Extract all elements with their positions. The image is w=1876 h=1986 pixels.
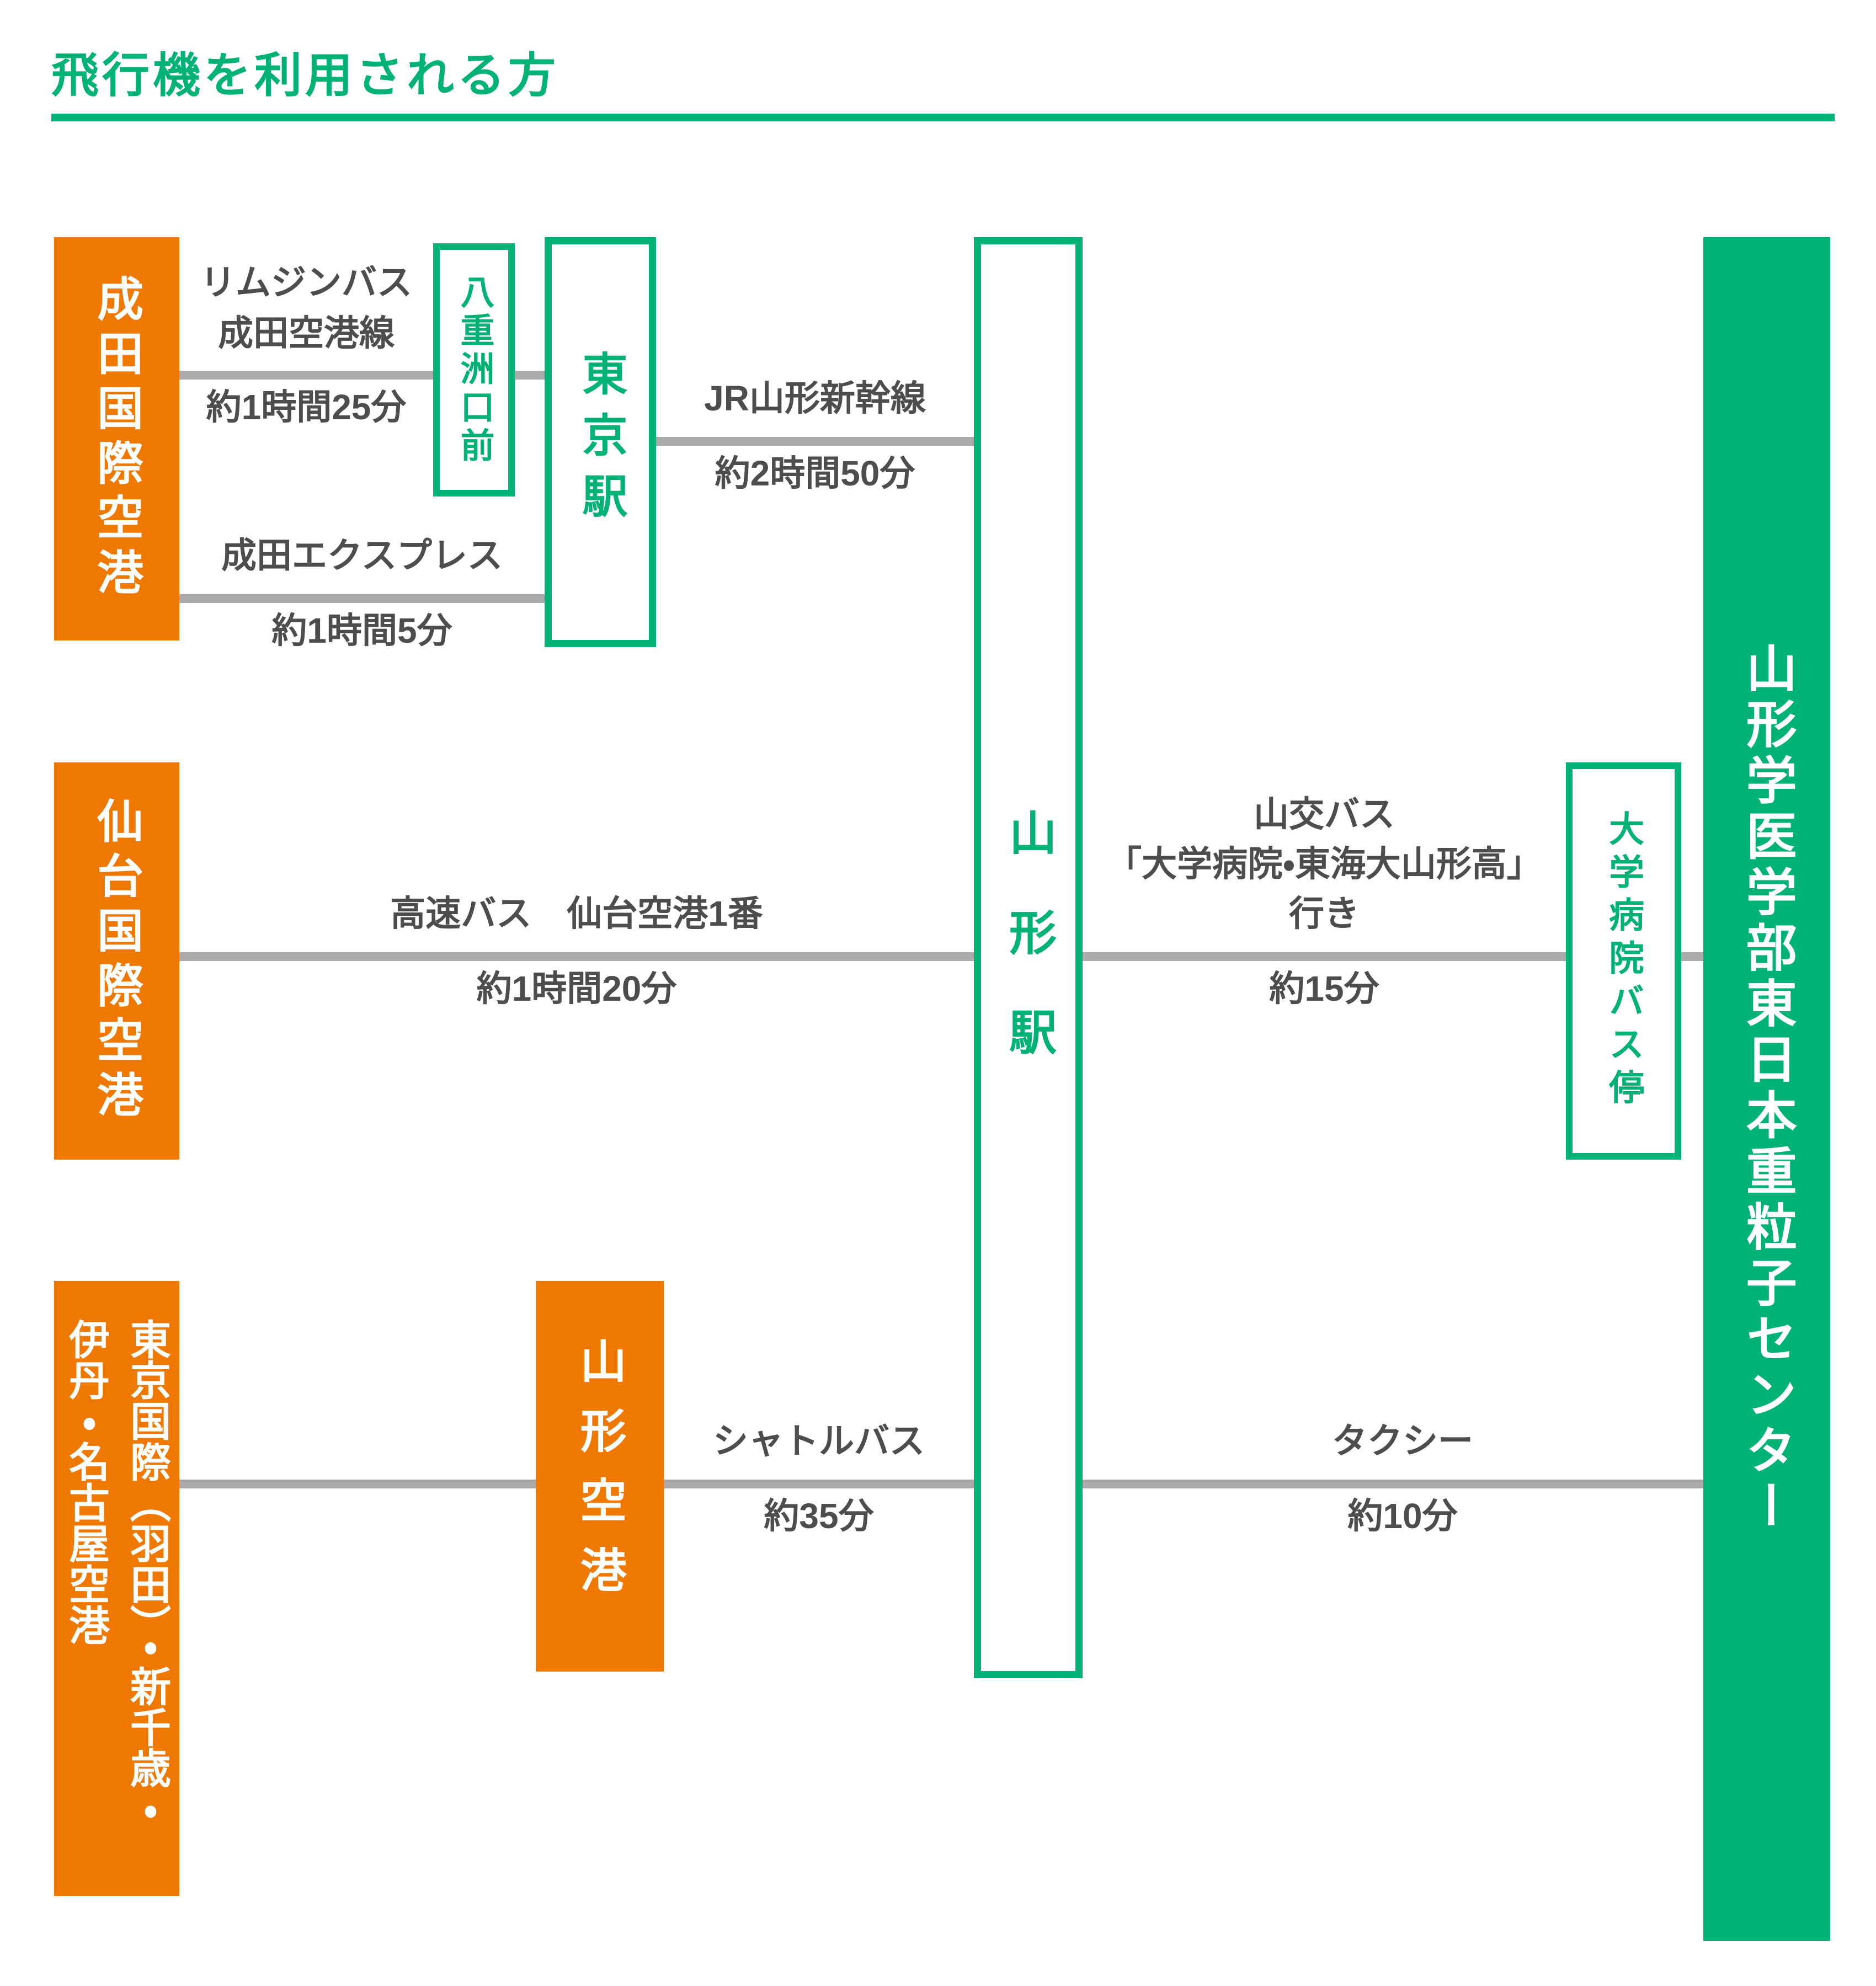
- sendai-airport-label: 仙台国際空港: [90, 797, 143, 1125]
- route-label-highway-bus: 高速バス 仙台空港1番: [390, 894, 763, 933]
- destination-box: 山形学医学部東日本重粒子センター: [1703, 237, 1830, 1941]
- route-line-highway-bus: [179, 952, 974, 961]
- route-line-narita-express: [179, 594, 545, 603]
- route-line-jr-shinkansen: [656, 437, 974, 446]
- route-duration-taxi: 約10分: [1347, 1496, 1458, 1536]
- route-label-jr-shinkansen: JR山形新幹線: [704, 378, 926, 418]
- route-label-yamako-bus-2: 「大学病院・東海大山形高」: [1106, 844, 1542, 884]
- route-line-limousine-bus: [179, 371, 433, 380]
- narita-airport-label: 成田国際空港: [90, 275, 143, 603]
- route-label-narita-express: 成田エクスプレス: [221, 536, 503, 575]
- tokyo-station-box: 東京駅: [545, 237, 656, 647]
- university-hospital-bus-stop-box: 大学病院バス停: [1566, 762, 1681, 1160]
- route-duration-highway-bus: 約1時間20分: [476, 969, 677, 1008]
- other-airports-label: 東京国際（羽田）・新千歳・伊丹・名古屋空港: [63, 1318, 170, 1829]
- route-duration-limousine-bus: 約1時間25分: [206, 387, 407, 427]
- narita-airport-box: 成田国際空港: [54, 237, 179, 640]
- route-duration-shuttle-bus: 約35分: [764, 1496, 874, 1536]
- yamagata-airport-box: 山形空港: [536, 1281, 664, 1672]
- route-line-shuttle-bus: [664, 1480, 974, 1488]
- route-label-shuttle-bus: シャトルバス: [713, 1421, 925, 1461]
- destination-label: 山形学医学部東日本重粒子センター: [1739, 642, 1795, 1536]
- tokyo-station-label: 東京駅: [575, 350, 626, 534]
- route-line-yamako-bus: [1083, 952, 1566, 961]
- yamagata-station-box: 山形駅: [974, 237, 1083, 1678]
- sendai-airport-box: 仙台国際空港: [54, 762, 179, 1160]
- other-airports-box: 東京国際（羽田）・新千歳・伊丹・名古屋空港: [54, 1281, 179, 1896]
- route-duration-jr-shinkansen: 約2時間50分: [715, 453, 915, 493]
- route-label-taxi: タクシー: [1332, 1421, 1473, 1461]
- university-hospital-bus-stop-label: 大学病院バス停: [1604, 810, 1644, 1112]
- yamagata-station-label: 山形駅: [1001, 808, 1055, 1107]
- route-line-taxi: [1083, 1480, 1703, 1488]
- route-label-yamako-bus-3: 行き: [1289, 894, 1360, 933]
- route-duration-yamako-bus: 約15分: [1269, 969, 1379, 1008]
- yaesu-exit-stop-label: 八重洲口前: [455, 274, 493, 466]
- title-underline: [51, 114, 1835, 121]
- route-line-limousine-bus-2: [515, 371, 545, 380]
- route-label-yamako-bus-1: 山交バス: [1254, 794, 1395, 834]
- route-label-limousine-bus-1: リムジンバス: [200, 263, 412, 302]
- route-label-limousine-bus-2: 成田空港線: [218, 313, 395, 353]
- yamagata-airport-label: 山形空港: [574, 1337, 626, 1615]
- page-title: 飛行機を利用される方: [51, 49, 559, 102]
- yaesu-exit-stop-box: 八重洲口前: [433, 243, 515, 496]
- route-line-flight-connection: [179, 1480, 536, 1488]
- route-duration-narita-express: 約1時間5分: [271, 611, 452, 650]
